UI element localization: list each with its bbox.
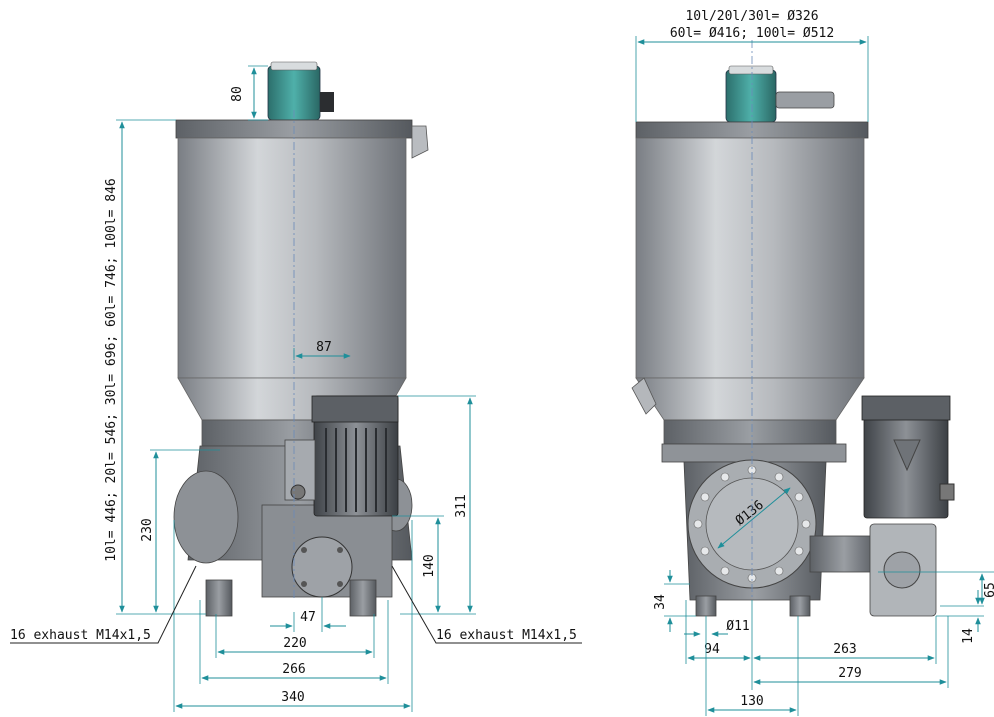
side-element-left xyxy=(173,470,239,564)
gear-flange-left xyxy=(291,536,353,598)
neck-right xyxy=(663,419,837,445)
dim-340: 340 xyxy=(281,690,304,705)
left-view xyxy=(173,61,429,617)
dim-220: 220 xyxy=(283,636,306,651)
dim-130: 130 xyxy=(740,694,763,709)
sensor-cap-right xyxy=(728,65,774,75)
dim-266: 266 xyxy=(282,662,305,677)
bolt xyxy=(337,547,343,553)
sensor-connector-left xyxy=(320,92,334,112)
dim-311: 311 xyxy=(454,494,469,517)
dim-87: 87 xyxy=(316,340,332,355)
reservoir-cone-right xyxy=(635,377,865,421)
reservoir-cylinder-right xyxy=(635,137,865,379)
dim-top-dia-line2: 60l= Ø416; 100l= Ø512 xyxy=(670,26,834,41)
dim-94: 94 xyxy=(704,642,720,657)
gear-cap-right xyxy=(883,551,921,589)
right-dimensions: 10l/20l/30l= Ø326 60l= Ø416; 100l= Ø512 … xyxy=(635,9,994,716)
motor-logo-right xyxy=(893,439,921,472)
dim-top-dia-line1: 10l/20l/30l= Ø326 xyxy=(685,9,818,24)
side-fitting-right xyxy=(631,377,657,415)
bolt xyxy=(337,581,343,587)
dim-65: 65 xyxy=(983,582,994,598)
motor-terminal-box-left xyxy=(311,395,399,423)
right-view: Ø136 xyxy=(631,40,955,617)
dim-34: 34 xyxy=(653,594,668,610)
motor-top-right xyxy=(861,395,951,421)
foot-left-a xyxy=(205,579,233,617)
dim-14: 14 xyxy=(961,628,976,644)
sensor-cable-gland-right xyxy=(775,91,835,109)
level-sensor-right xyxy=(725,69,777,123)
motor-fins-left xyxy=(325,428,387,512)
lid-bracket-left xyxy=(411,125,429,159)
dim-279: 279 xyxy=(838,666,861,681)
dim-height-total: 10l= 446; 20l= 546; 30l= 696; 60l= 746; … xyxy=(104,178,119,562)
bolt xyxy=(301,581,307,587)
fill-nipple-left xyxy=(290,484,306,500)
dim-80: 80 xyxy=(230,86,245,102)
dim-230: 230 xyxy=(140,518,155,541)
foot-right-a xyxy=(695,595,717,617)
outlet-pipe-right xyxy=(809,535,879,573)
sensor-cap-left xyxy=(270,61,318,71)
reservoir-cylinder-left xyxy=(177,137,407,379)
pump-plate-right xyxy=(661,443,847,463)
foot-left-b xyxy=(349,579,377,617)
dim-140: 140 xyxy=(422,554,437,577)
dim-11: Ø11 xyxy=(726,619,749,634)
motor-gland-right xyxy=(939,483,955,501)
foot-right-b xyxy=(789,595,811,617)
bolt xyxy=(301,547,307,553)
dim-47: 47 xyxy=(300,610,316,625)
pump-ring-holes xyxy=(693,465,811,583)
exhaust-label-left: 16 exhaust M14x1,5 xyxy=(10,628,151,643)
left-dimensions: 80 10l= 446; 20l= 546; 30l= 696; 60l= 74… xyxy=(10,65,582,712)
dim-263: 263 xyxy=(833,642,856,657)
exhaust-label-right: 16 exhaust M14x1,5 xyxy=(436,628,577,643)
